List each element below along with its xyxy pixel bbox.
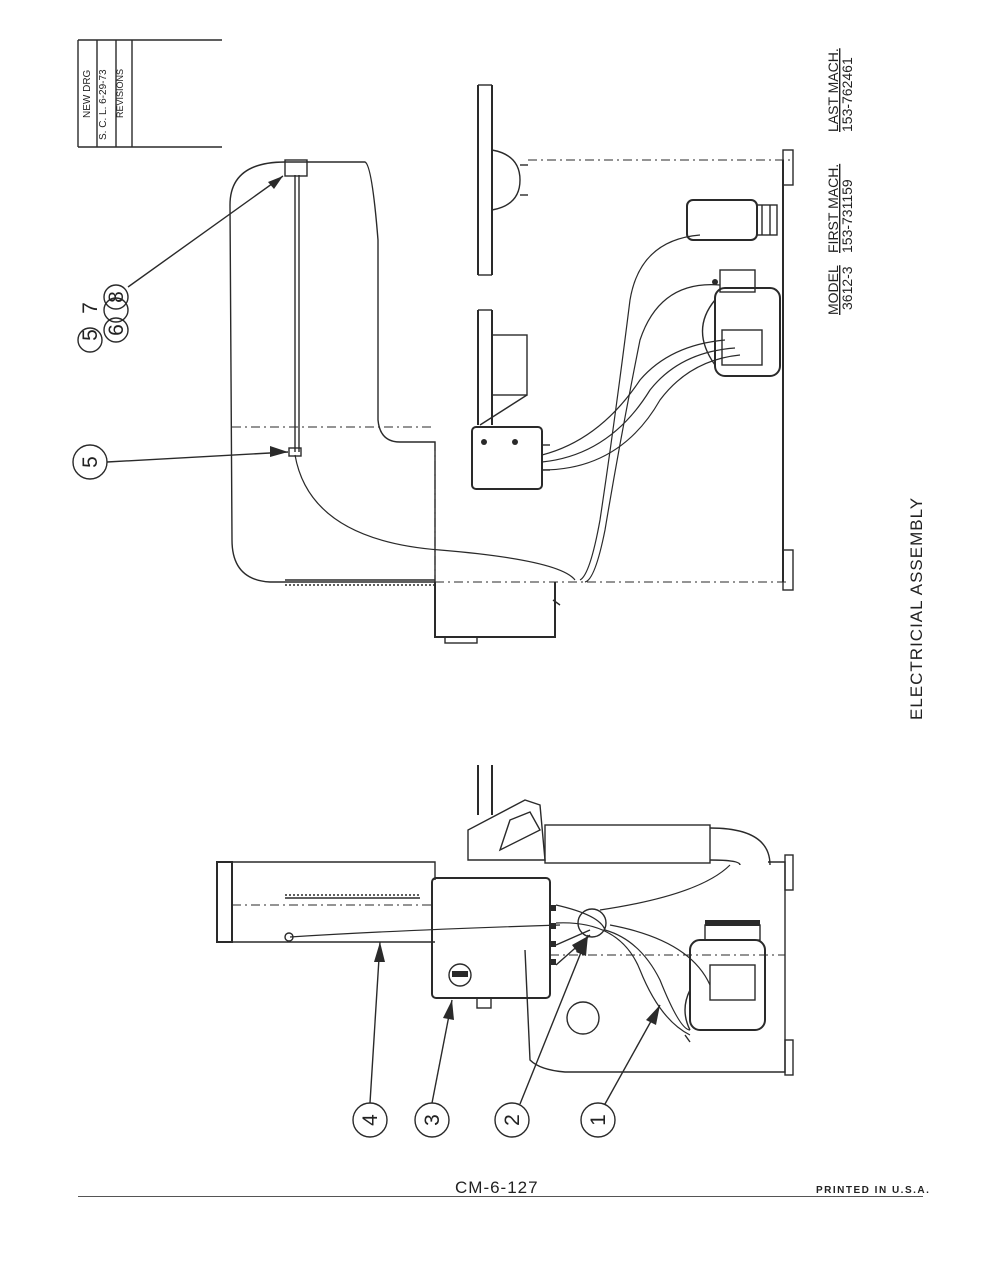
callout-1-label: 1 <box>587 1114 610 1126</box>
callout-1: 1 <box>580 1004 661 1138</box>
callout-3-label: 3 <box>421 1114 444 1126</box>
first-mach-label: FIRST MACH. <box>825 164 841 253</box>
revision-row2: S. C. L. 6-29-73 <box>98 69 109 140</box>
last-mach-value: 153-762461 <box>839 57 855 132</box>
motor-upper-main <box>701 269 781 377</box>
callout-5-7-6-8: 5 7 6 8 <box>77 175 284 353</box>
revision-row1: NEW DRG <box>82 69 93 118</box>
callout-8-label: 8 <box>105 291 128 303</box>
last-mach-label: LAST MACH. <box>825 48 841 132</box>
base-hatch <box>285 579 435 586</box>
model-block: MODEL 3612-3 FIRST MACH. 153-731159 LAST… <box>825 48 855 315</box>
table-assembly-lower <box>467 765 771 866</box>
callout-4: 4 <box>352 941 388 1138</box>
callout-6-label: 6 <box>105 324 128 336</box>
disc-table <box>477 84 528 276</box>
printed-in-label: PRINTED IN U.S.A. <box>816 1185 931 1196</box>
callout-4-label: 4 <box>359 1114 382 1126</box>
callout-2: 2 <box>494 929 591 1138</box>
model-value: 3612-3 <box>839 266 855 310</box>
switch-box-upper <box>471 426 550 490</box>
revision-block: NEW DRG S. C. L. 6-29-73 REVISIONS <box>77 39 222 148</box>
motor-lower <box>684 920 766 1043</box>
switch-box-lower <box>431 877 556 1009</box>
first-mach-value: 153-731159 <box>839 179 855 253</box>
document-number: CM-6-127 <box>455 1178 539 1197</box>
lower-view <box>216 765 794 1076</box>
callout-5b: 5 <box>72 444 289 480</box>
callout-5b-label: 5 <box>79 456 102 468</box>
footer-rule <box>78 1196 923 1197</box>
callouts: 5 7 6 8 5 4 3 <box>72 175 661 1138</box>
callout-5a-label: 5 <box>79 329 102 341</box>
revision-row3: REVISIONS <box>115 69 125 118</box>
callout-7-label: 7 <box>79 302 102 314</box>
callout-3: 3 <box>414 999 454 1138</box>
belt-table <box>477 309 528 426</box>
callout-2-label: 2 <box>501 1114 524 1126</box>
motor-upper-right <box>686 199 778 241</box>
upper-view <box>229 84 794 644</box>
model-label: MODEL <box>825 265 841 315</box>
drawing-title: ELECTRICIAL ASSEMBLY <box>907 497 926 720</box>
